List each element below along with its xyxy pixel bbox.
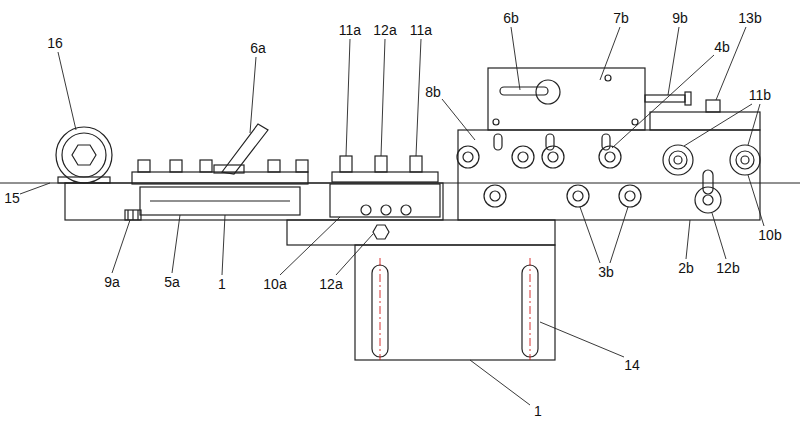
callout-number: 3b — [597, 264, 615, 280]
callout-number: 11a — [338, 22, 362, 38]
top-plate — [488, 68, 645, 130]
callout-number: 6b — [502, 10, 520, 26]
callout-number: 4b — [713, 39, 731, 55]
callout-number: 7b — [612, 10, 630, 26]
clamp — [140, 187, 300, 215]
callout-number: 2b — [677, 260, 695, 276]
straightening-rollers — [457, 146, 641, 207]
callout-number: 9b — [671, 10, 689, 26]
callout-number: 1 — [533, 403, 543, 419]
base-plate — [65, 183, 443, 220]
callout-number: 16 — [46, 35, 64, 51]
callout-number: 14 — [623, 357, 641, 373]
callout-number: 10b — [757, 227, 782, 243]
callout-number: 8b — [424, 84, 442, 100]
leader-lines — [20, 27, 764, 405]
callout-number: 11a — [409, 22, 433, 38]
handle — [222, 124, 268, 174]
callout-number: 13b — [737, 10, 762, 26]
callout-number: 12b — [715, 260, 740, 276]
callout-number: 6a — [249, 40, 267, 56]
mount-block — [355, 245, 555, 360]
callout-number: 12a — [372, 22, 397, 38]
callout-number: 11b — [748, 87, 772, 103]
side-plate — [458, 130, 760, 220]
callout-number: 1 — [217, 276, 227, 292]
callout-number: 9a — [103, 274, 121, 290]
callout-number: 15 — [3, 190, 21, 206]
callout-number: 10a — [262, 276, 287, 292]
feed-roller — [56, 127, 112, 183]
lower-bracket — [287, 220, 555, 245]
callout-number: 5a — [163, 274, 181, 290]
callout-number: 12a — [318, 276, 343, 292]
